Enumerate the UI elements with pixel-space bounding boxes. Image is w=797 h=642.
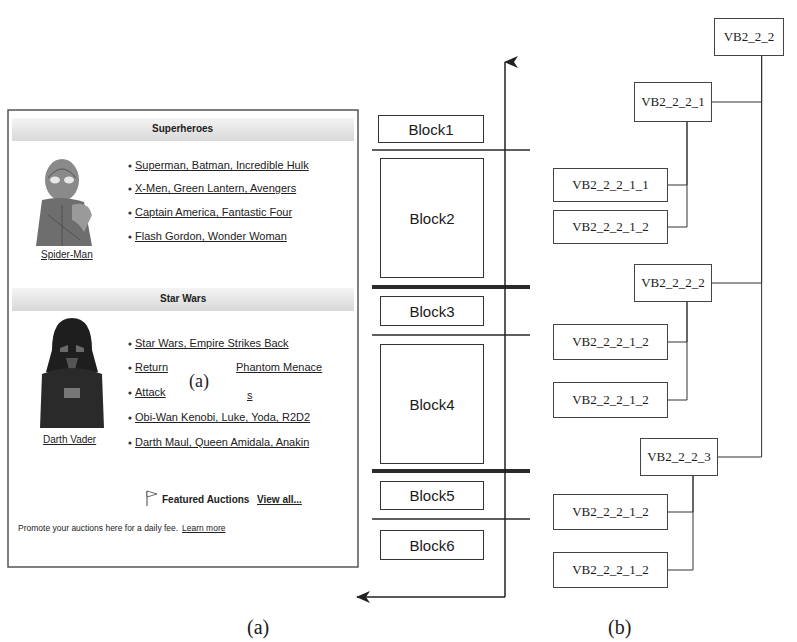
link-text: X-Men, Green Lantern, Avengers <box>135 182 296 194</box>
figure-label: (a) <box>247 616 269 639</box>
link-text: Return <box>135 361 168 373</box>
tree-connector <box>668 476 693 570</box>
link-text: Captain America, Fantastic Four <box>135 206 292 218</box>
vb-box: VB2_2_2 <box>714 18 784 56</box>
vertical-arrow <box>504 62 506 597</box>
darth-vader-picture <box>40 318 104 428</box>
link-text: Learn more <box>182 523 225 533</box>
vb-box: VB2_2_2_1_1 <box>553 168 668 202</box>
tree-connector <box>718 56 762 457</box>
vb-label: VB2_2_2_1 <box>641 94 705 110</box>
header-band <box>12 118 354 141</box>
link-text: Star Wars, Empire Strikes Back <box>135 337 289 349</box>
bottom-arrow <box>357 596 505 598</box>
tree-connector <box>668 476 693 512</box>
block-box: Block2 <box>380 158 484 278</box>
link-text: Attack <box>135 386 166 398</box>
section-header: Star Wars <box>160 293 206 304</box>
link-text: Obi-Wan Kenobi, Luke, Yoda, R2D2 <box>135 411 310 423</box>
vb-label: VB2_2_2_1_1 <box>572 177 649 193</box>
tree-connector <box>668 302 687 342</box>
tree-connector <box>712 56 762 102</box>
flag-icon <box>147 491 157 506</box>
tree-connector <box>668 122 687 185</box>
featured-heading: Featured Auctions <box>162 494 249 505</box>
block-label: Block3 <box>409 303 454 320</box>
block-box: Block4 <box>380 344 484 464</box>
vb-label: VB2_2_2_1_2 <box>572 334 649 350</box>
link-text: View all... <box>257 494 302 505</box>
picture-caption: Spider-Man <box>41 249 93 260</box>
vb-box: VB2_2_2_1_2 <box>553 382 668 418</box>
link-text: Flash Gordon, Wonder Woman <box>135 230 287 242</box>
vb-label: VB2_2_2 <box>724 29 775 45</box>
vb-label: VB2_2_2_1_2 <box>572 504 649 520</box>
vb-box: VB2_2_2_1_2 <box>553 494 668 530</box>
tree-connector <box>668 122 687 227</box>
tree-connector <box>712 56 762 283</box>
block-box: Block5 <box>380 481 484 510</box>
link-text: Superman, Batman, Incredible Hulk <box>135 159 309 171</box>
block-label: Block5 <box>409 487 454 504</box>
block-box: Block3 <box>380 296 484 326</box>
vb-box: VB2_2_2_1 <box>634 82 712 122</box>
link-text: Phantom Menace <box>236 361 322 373</box>
block-label: Block6 <box>409 537 454 554</box>
vb-label: VB2_2_2_2 <box>641 275 705 291</box>
vb-label: VB2_2_2_3 <box>647 449 711 465</box>
block-label: Block4 <box>409 396 454 413</box>
overlay-label: (a) <box>186 371 212 392</box>
spiderman-picture <box>36 159 92 246</box>
header-band <box>12 288 354 311</box>
section-header: Superheroes <box>152 123 213 134</box>
block-box: Block1 <box>378 115 484 143</box>
note-text: Promote your auctions here for a daily f… <box>18 523 178 533</box>
screenshot-panel <box>8 110 358 567</box>
vb-box: VB2_2_2_3 <box>640 438 718 476</box>
link-text: Darth Maul, Queen Amidala, Anakin <box>135 436 309 448</box>
vb-box: VB2_2_2_1_2 <box>553 210 668 244</box>
figure-label: (b) <box>608 616 631 639</box>
vb-box: VB2_2_2_1_2 <box>553 552 668 588</box>
vb-box: VB2_2_2_2 <box>634 264 712 302</box>
block-box: Block6 <box>380 530 484 560</box>
vb-label: VB2_2_2_1_2 <box>572 219 649 235</box>
link-fragment: s <box>247 389 253 401</box>
vb-label: VB2_2_2_1_2 <box>572 392 649 408</box>
tree-connector <box>668 302 687 400</box>
block-label: Block1 <box>408 121 453 138</box>
list-bullets <box>128 164 131 444</box>
block-label: Block2 <box>409 210 454 227</box>
vb-box: VB2_2_2_1_2 <box>553 324 668 360</box>
picture-caption: Darth Vader <box>43 434 96 445</box>
block-separators <box>372 150 530 519</box>
vb-label: VB2_2_2_1_2 <box>572 562 649 578</box>
